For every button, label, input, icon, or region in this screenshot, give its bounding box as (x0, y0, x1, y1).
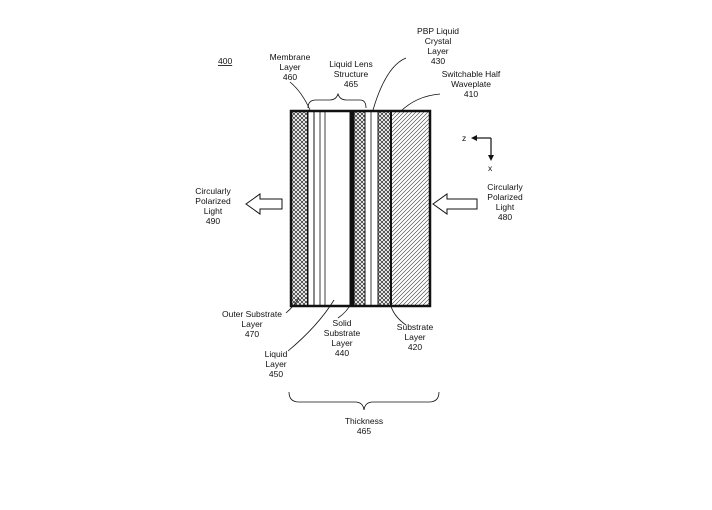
label-line: Solid (333, 318, 352, 328)
label-line: Layer (265, 359, 286, 369)
lc-layer-right (378, 111, 391, 306)
label-line: Liquid (265, 349, 288, 359)
substrate-layer (391, 111, 430, 306)
label-line: Light (204, 206, 223, 216)
label-line: 420 (408, 342, 422, 352)
label-line: Circularly (487, 182, 523, 192)
label-line: 410 (464, 89, 478, 99)
liquid-lens-brace (308, 94, 366, 108)
label-line: 490 (206, 216, 220, 226)
leader-switchable (400, 94, 440, 112)
label-line: Waveplate (451, 79, 491, 89)
label-line: 460 (283, 72, 297, 82)
membrane-layer (308, 111, 314, 306)
label-line: Crystal (425, 36, 452, 46)
axis-x-label: x (488, 163, 493, 173)
label-line: Thickness (345, 416, 383, 426)
label-line: Circularly (195, 186, 231, 196)
solid-substrate-layer-label: SolidSubstrateLayer440 (324, 318, 361, 358)
outer-substrate-layer-label: Outer SubstrateLayer470 (222, 309, 282, 339)
lc-layer-left (354, 111, 365, 306)
label-line: 480 (498, 212, 512, 222)
liquid-layer-label: LiquidLayer450 (265, 349, 288, 379)
label-line: Polarized (195, 196, 231, 206)
left-arrow-icon (246, 194, 282, 214)
label-line: Layer (331, 338, 352, 348)
label-line: 465 (357, 426, 371, 436)
label-line: Layer (279, 62, 300, 72)
label-line: Layer (427, 46, 448, 56)
label-line: Membrane (270, 52, 311, 62)
label-line: 440 (335, 348, 349, 358)
label-line: Layer (404, 332, 425, 342)
label-line: Substrate (324, 328, 361, 338)
layer-stack (291, 111, 430, 306)
label-line: Liquid Lens (329, 59, 372, 69)
label-line: 465 (344, 79, 358, 89)
liquid-lens-structure-label: Liquid LensStructure465 (329, 59, 372, 89)
thickness-label: Thickness465 (345, 416, 383, 436)
label-line: Light (496, 202, 515, 212)
axis-icon (471, 135, 494, 161)
substrate-layer-label: SubstrateLayer420 (397, 322, 434, 352)
circularly-polarized-light-in-label: CircularlyPolarizedLight480 (487, 182, 523, 222)
left-arrow-icon (433, 194, 477, 214)
figure-number: 400 (218, 56, 232, 66)
label-line: Outer Substrate (222, 309, 282, 319)
label-line: Layer (241, 319, 262, 329)
switchable-half-waveplate-label: Switchable HalfWaveplate410 (442, 69, 501, 99)
outer-substrate-layer (291, 111, 308, 306)
solid-substrate-layer (350, 111, 354, 306)
membrane-layer-label: MembraneLayer460 (270, 52, 311, 82)
label-line: Substrate (397, 322, 434, 332)
thickness-brace (289, 392, 439, 410)
pbp-liquid-crystal-layer-label: PBP LiquidCrystalLayer430 (417, 26, 459, 66)
label-line: Polarized (487, 192, 523, 202)
liquid-layer (314, 111, 350, 306)
circularly-polarized-light-out-label: CircularlyPolarizedLight490 (195, 186, 231, 226)
leader-liquid-layer (288, 300, 334, 351)
label-line: 470 (245, 329, 259, 339)
label-line: Structure (334, 69, 369, 79)
label-line: 430 (431, 56, 445, 66)
label-line: Switchable Half (442, 69, 501, 79)
leader-membrane (290, 82, 310, 110)
axis-z-label: z (462, 133, 466, 143)
leader-pbp (373, 58, 406, 110)
label-line: PBP Liquid (417, 26, 459, 36)
pbp-liquid-crystal-layer (365, 111, 378, 306)
label-line: 450 (269, 369, 283, 379)
